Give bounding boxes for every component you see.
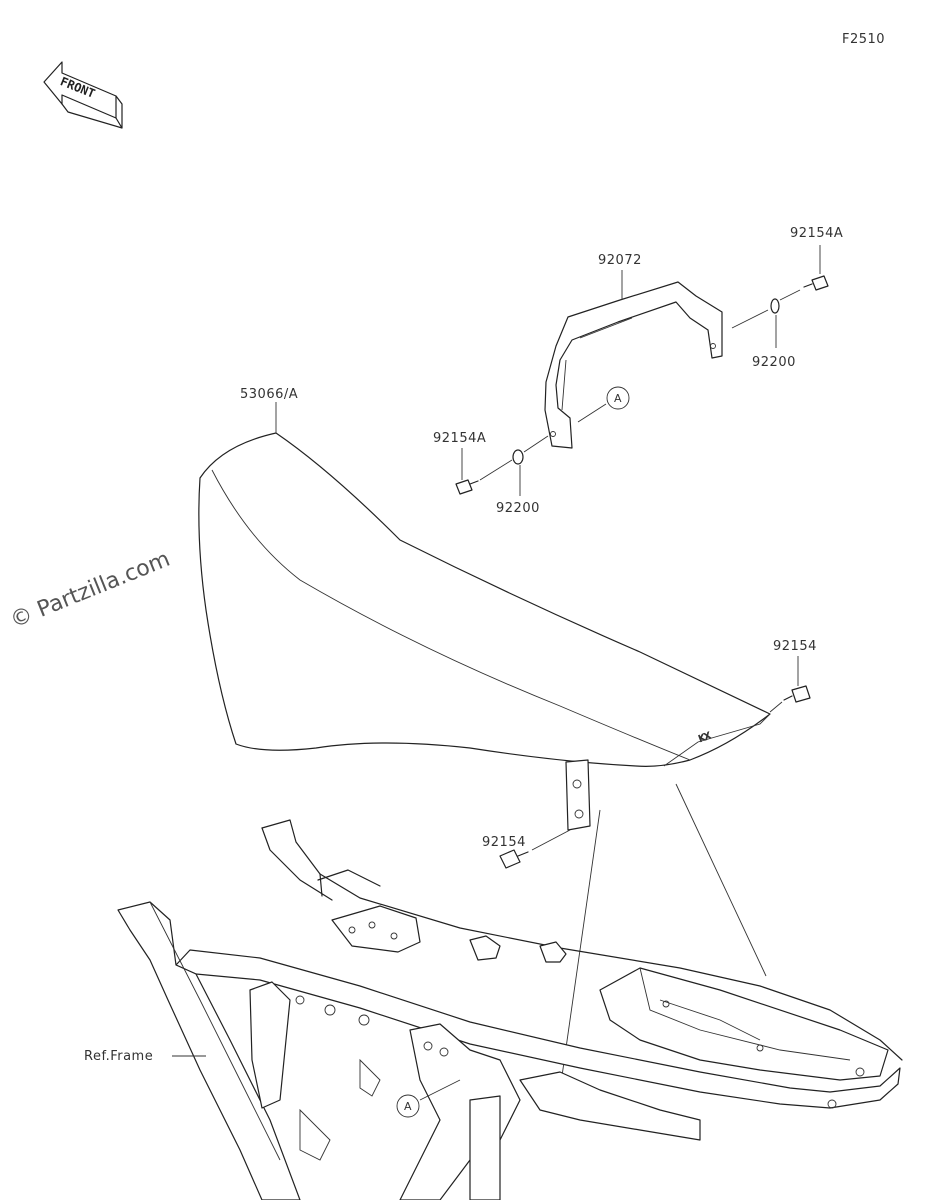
callout-a-upper [606, 386, 630, 410]
callout-a-lower-text: A [404, 1100, 412, 1113]
bolt-92154-bracket [499, 849, 529, 869]
figure-code: F2510 [842, 32, 885, 47]
frame-ref [117, 819, 903, 1200]
washer-92200-right [770, 298, 780, 314]
bolt-92154-rear [783, 685, 811, 703]
label-92200-left: 92200 [496, 501, 540, 516]
label-92200-right: 92200 [752, 355, 796, 370]
seat-53066A: KX [198, 432, 771, 767]
front-arrow-icon: FRONT [43, 61, 123, 129]
label-53066A: 53066/A [240, 387, 298, 402]
callout-a-lower [396, 1094, 420, 1118]
label-92154-rear: 92154 [773, 639, 817, 654]
label-ref-frame: Ref.Frame [84, 1049, 153, 1064]
label-92154A-left: 92154A [433, 431, 486, 446]
label-92154-bracket: 92154 [482, 835, 526, 850]
watermark: © Partzilla.com [7, 547, 174, 634]
callout-a-upper-text: A [614, 392, 622, 405]
grab-bar-92072 [544, 281, 723, 449]
bolt-92154A-left [455, 479, 479, 495]
washer-92200-left [512, 449, 524, 465]
bolt-92154A-right [803, 275, 829, 291]
seat-bracket [565, 759, 591, 831]
label-92154A-right: 92154A [790, 226, 843, 241]
label-92072: 92072 [598, 253, 642, 268]
svg-text:KX: KX [698, 731, 713, 745]
